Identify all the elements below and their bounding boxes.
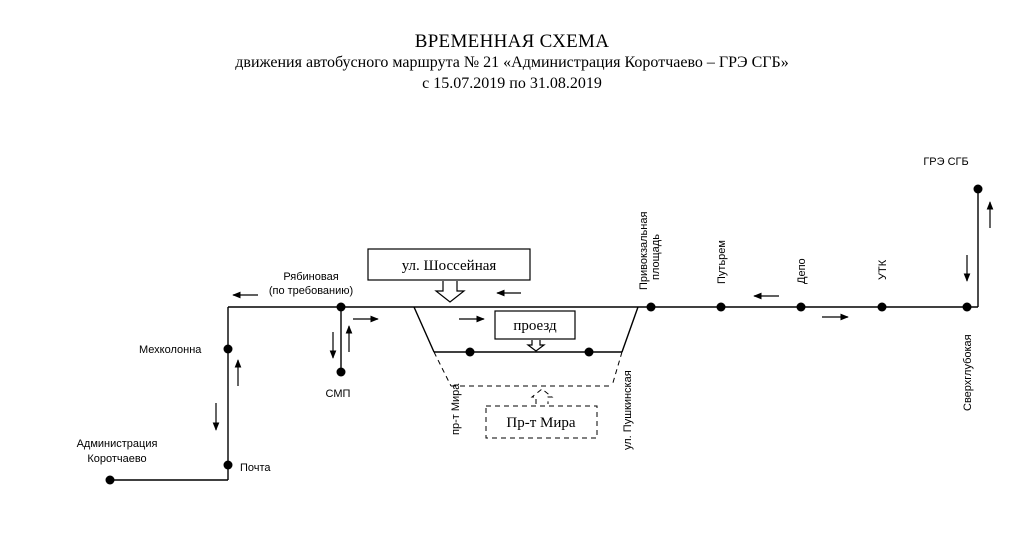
stop-dot-pochta[interactable] — [223, 460, 233, 470]
street-label-pr-mira: пр-т Мира — [450, 383, 462, 435]
proezd-pointer — [526, 340, 546, 352]
stop-label-putrem: Путьрем — [716, 240, 728, 284]
proezd-box — [494, 310, 576, 340]
detour-right — [611, 351, 623, 387]
detour-box — [485, 405, 598, 439]
stop-label-gre-sgb: ГРЭ СГБ — [923, 156, 968, 168]
stop-label-administration-2: Коротчаево — [87, 453, 146, 465]
stop-dot-proezd-left[interactable] — [465, 347, 475, 357]
stop-dot-administration[interactable] — [105, 475, 115, 485]
stop-label-ryabinovaya-2: (по требованию) — [269, 285, 353, 297]
stop-dots — [105, 184, 983, 485]
diagram-period: с 15.07.2019 по 31.08.2019 — [422, 75, 602, 92]
stop-dot-proezd-right[interactable] — [584, 347, 594, 357]
diagram-subtitle: движения автобусного маршрута № 21 «Адми… — [235, 54, 789, 71]
stop-label-administration-1: Администрация — [77, 438, 158, 450]
stop-dot-sverkhglubokaya[interactable] — [962, 302, 972, 312]
detour-left — [433, 351, 452, 387]
stop-dot-privokzalnaya[interactable] — [646, 302, 656, 312]
proezd-label: проезд — [513, 318, 557, 334]
direction-arrows — [212, 201, 994, 431]
shosseynaya-pointer — [434, 281, 466, 303]
stop-dot-ryabinovaya[interactable] — [336, 302, 346, 312]
stop-dot-gre-sgb[interactable] — [973, 184, 983, 194]
stop-dot-depo[interactable] — [796, 302, 806, 312]
shosseynaya-label: ул. Шоссейная — [402, 258, 497, 274]
shosseynaya-box — [367, 248, 531, 281]
stop-label-sverkhglubokaya: Сверхглубокая — [962, 334, 974, 411]
stop-dot-putrem[interactable] — [716, 302, 726, 312]
stop-dot-utk[interactable] — [877, 302, 887, 312]
diagram-title: ВРЕМЕННАЯ СХЕМА — [414, 31, 610, 52]
stop-label-depo: Депо — [796, 258, 808, 284]
stop-dot-smp[interactable] — [336, 367, 346, 377]
route-line-pushkinskaya — [621, 306, 639, 353]
stop-dot-mekhkolonna[interactable] — [223, 344, 233, 354]
stop-label-privokzalnaya-1: Привокзальная — [638, 212, 650, 290]
stop-label-smp: СМП — [326, 388, 351, 400]
detour-lines — [433, 351, 623, 439]
stop-label-privokzalnaya-2: площадь — [650, 234, 662, 280]
stop-label-utk: УТК — [877, 259, 889, 280]
detour-pointer — [530, 388, 554, 404]
stop-label-pochta: Почта — [240, 462, 271, 474]
route-line-pr-mira-left — [413, 306, 435, 353]
pr-mira-box-label: Пр-т Мира — [506, 415, 575, 431]
stop-label-ryabinovaya-1: Рябиновая — [283, 271, 338, 283]
street-label-pushkinskaya: ул. Пушкинская — [622, 370, 634, 450]
stop-label-mekhkolonna: Мехколонна — [139, 344, 202, 356]
